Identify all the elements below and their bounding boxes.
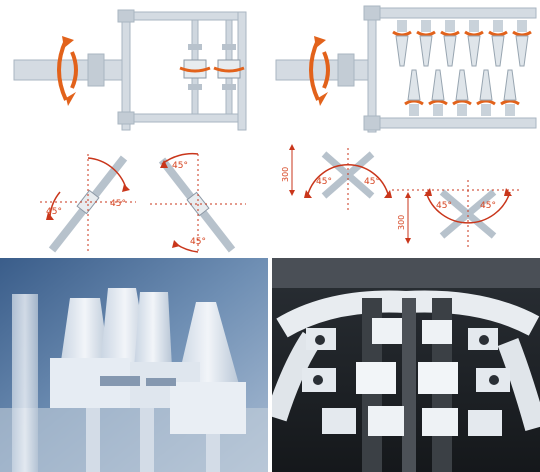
rotation-arrow-icon bbox=[309, 36, 330, 106]
spindle-left bbox=[179, 19, 211, 115]
dimension-label: 300 bbox=[281, 167, 290, 182]
nozzle-row-top bbox=[392, 20, 532, 67]
photo-fixture-closeup bbox=[0, 258, 268, 472]
dimension-line-bottom bbox=[405, 192, 411, 244]
angle-label: 45° bbox=[364, 177, 380, 187]
white-nozzle-cluster bbox=[12, 288, 246, 472]
angle-label: 45° bbox=[110, 199, 126, 209]
rotating-fixture-diagram-single bbox=[0, 0, 268, 140]
angle-label: 45° bbox=[480, 201, 496, 211]
nozzle-row-bottom bbox=[404, 69, 520, 116]
photo-fixture-installed bbox=[272, 258, 540, 472]
dimension-line-top bbox=[289, 144, 295, 196]
tilted-spindle-left bbox=[40, 154, 136, 253]
mounted-parts bbox=[302, 318, 510, 436]
rotating-fixture-diagram-multi bbox=[272, 0, 540, 140]
angle-label: 45° bbox=[172, 161, 188, 171]
tilt-angle-diagram-double: 45° 45° 300 45° 45° bbox=[272, 140, 540, 258]
cross-holder-top bbox=[304, 148, 392, 210]
angle-label: 45° bbox=[46, 207, 62, 217]
angle-label: 45° bbox=[436, 201, 452, 211]
dimension-label: 300 bbox=[397, 215, 406, 230]
cross-holder-bottom bbox=[392, 180, 522, 250]
angle-label: 45° bbox=[316, 177, 332, 187]
spindle-right bbox=[213, 19, 245, 115]
tilt-angle-diagram-single: 45° 45° 45° 45° bbox=[0, 140, 268, 258]
rotation-arrow-icon bbox=[57, 36, 78, 106]
angle-label: 45° bbox=[190, 237, 206, 247]
tilted-spindle-right bbox=[150, 152, 246, 253]
